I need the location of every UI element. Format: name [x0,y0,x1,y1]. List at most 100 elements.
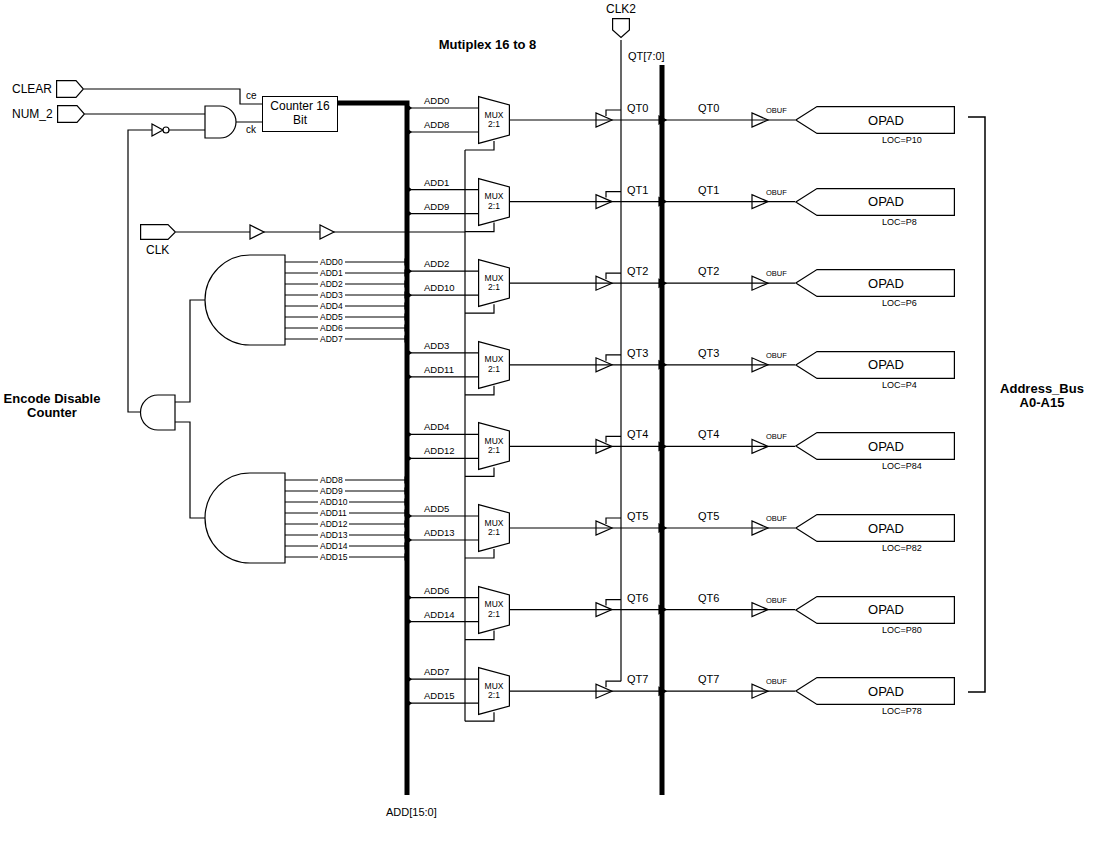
mux-input [407,539,478,540]
bus-tap [405,304,408,309]
node-text: OPAD [868,439,904,454]
encode-input [285,295,405,296]
enable-line [606,436,621,442]
pin-label: ADD6 [424,586,449,596]
signal-label: ADD3 [318,290,345,300]
mux-input [407,271,478,272]
connector [510,283,795,284]
bus-tap [407,350,411,356]
connector [510,446,795,447]
bus-tap [405,489,408,494]
mux-input [407,352,478,353]
output-pad: OPAD [795,106,955,134]
node-text: MUX 2:1 [481,437,507,456]
pin-label: QT0 [627,102,648,114]
mux-block: MUX 2:1 [478,667,510,715]
enable-line [606,518,621,524]
clk-buffer [320,225,334,239]
node-text: Counter 16 Bit [267,100,333,128]
pin-label: QT7 [627,673,648,685]
bus-tap [407,595,411,601]
gate-output [175,300,205,402]
connector [510,527,795,528]
connector [85,114,262,122]
pin-label: OBUF [766,597,787,605]
bus-tap [407,537,411,543]
node-text: OPAD [868,194,904,209]
signal-label: ADD11 [318,508,349,518]
bus-tap [405,293,408,298]
encode-input [285,284,405,285]
and-gate [205,473,285,563]
mux-block: MUX 2:1 [478,341,510,389]
output-pad: OPAD [795,596,955,624]
pin-label: LOC=P78 [882,707,922,717]
mux-block: MUX 2:1 [478,178,510,226]
signal-label: ADD4 [318,301,345,311]
opad-outline-outline [796,351,955,378]
mux-outline-outline [479,97,510,144]
bus-tap [405,271,408,276]
signal-label: ADD1 [318,268,345,278]
encode-input [285,317,405,318]
pad-symbol [140,224,176,240]
enable-line [606,600,621,606]
pin-label: OBUF [766,678,787,686]
pin-label: OBUF [766,270,787,278]
clock-pad: CLK2 [604,2,638,38]
pin-label: QT1 [627,184,648,196]
pin-label: ce [246,90,257,101]
enable-line [606,355,621,361]
bus-tap [405,500,408,505]
output-pad: OPAD [795,677,955,705]
enable-line [606,273,621,279]
mux-input [407,458,478,459]
clk-buffer [250,225,264,239]
signal-label: ADD9 [318,486,345,496]
pin-label: ck [246,124,256,135]
bus-bracket [968,117,985,692]
connector [84,89,262,104]
pin-label: ADD13 [424,528,455,538]
node-text: MUX 2:1 [481,682,507,701]
pin-label: QT5 [698,510,719,522]
node-text: OPAD [868,357,904,372]
counter-block: Counter 16 Bit [262,96,338,132]
bus-tap [405,282,408,287]
signal-label: ADD13 [318,530,349,540]
pin-label: LOC=P4 [882,381,917,391]
qt-bus [660,65,665,795]
node-text: OPAD [868,684,904,699]
encode-input [285,306,405,307]
mux-input [407,515,478,516]
encode-input [285,480,405,481]
select-line [464,150,465,721]
pin-label: QT5 [627,510,648,522]
pad-symbol-outline [57,81,84,98]
pin-label: QT4 [627,428,648,440]
signal-label: ADD12 [318,519,349,529]
encode-input [285,273,405,274]
pin-label: QT0 [698,102,719,114]
pad-symbol [612,18,630,38]
mux-block: MUX 2:1 [478,259,510,307]
bus-tap [405,315,408,320]
encode-input [285,491,405,492]
node-text: OPAD [868,276,904,291]
pin-label: QT6 [698,592,719,604]
mux-input [407,213,478,214]
pin-label: LOC=P82 [882,544,922,554]
pin-label: QT7 [698,673,719,685]
opad-outline-outline [796,596,955,623]
mux-outline-outline [479,423,510,470]
pin-label: ADD0 [424,96,449,106]
opad-outline-outline [796,107,955,134]
signal-label: ADD8 [318,475,345,485]
bus-tap [405,522,408,527]
pin-label: ADD2 [424,259,449,269]
pad-symbol [56,80,84,98]
enable-line [606,192,621,198]
mux-outline-outline [479,505,510,552]
signal-label: ADD14 [318,541,349,551]
bus-tap [407,374,411,380]
